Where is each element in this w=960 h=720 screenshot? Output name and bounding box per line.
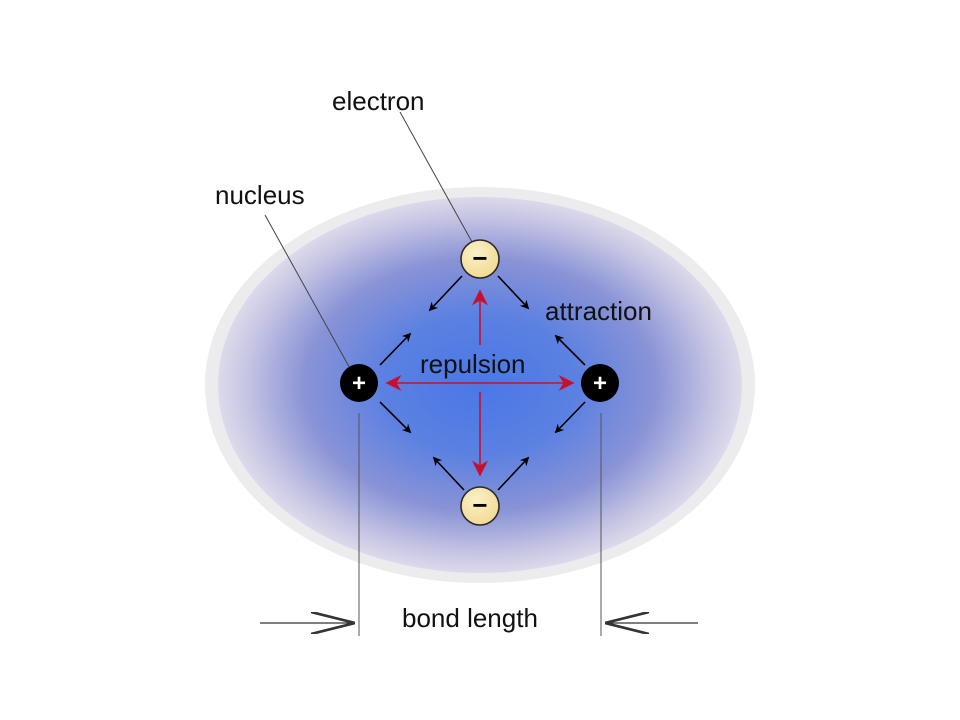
repulsion-arrows <box>385 289 575 477</box>
nucleus-label: nucleus <box>215 180 305 210</box>
electron-top: − <box>460 239 500 279</box>
attraction-arrow <box>428 275 463 312</box>
electron-sign: − <box>472 243 487 273</box>
attraction-arrow <box>379 332 412 366</box>
attraction-label: attraction <box>545 296 652 326</box>
attraction-arrow <box>497 456 530 491</box>
attraction-arrow <box>554 334 586 366</box>
nucleus-right: + <box>581 364 619 402</box>
nucleus-sign: + <box>593 370 607 397</box>
electron-leader-line <box>399 111 473 243</box>
electron-label: electron <box>332 86 425 116</box>
electron-sign: − <box>472 490 487 520</box>
attraction-arrows <box>379 275 586 491</box>
nucleus-leader-line <box>264 214 353 373</box>
electron-bottom: − <box>460 486 500 526</box>
nucleus-left: + <box>340 364 378 402</box>
attraction-arrow <box>554 401 586 434</box>
nucleus-sign: + <box>352 370 366 397</box>
bond-length-label: bond length <box>402 603 538 633</box>
attraction-arrow <box>497 275 530 310</box>
electron-cloud <box>218 197 742 573</box>
repulsion-label: repulsion <box>420 349 526 379</box>
attraction-arrow <box>432 456 465 491</box>
attraction-arrow <box>379 401 412 434</box>
